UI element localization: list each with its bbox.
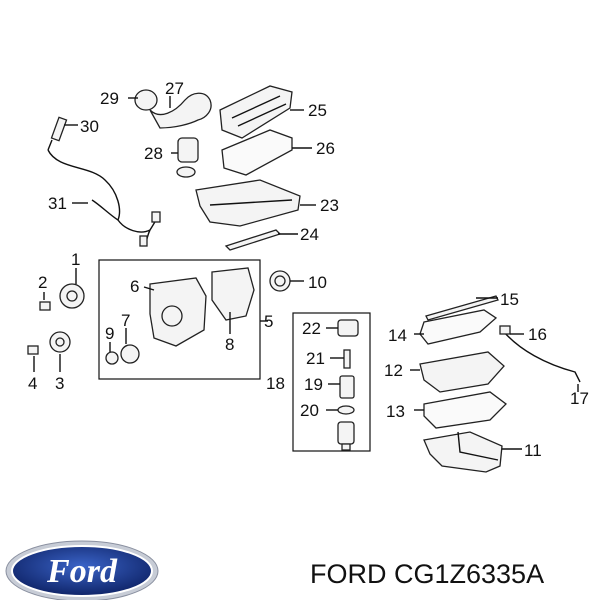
callout-21: 21 [306,349,325,368]
callout-1: 1 [71,250,80,269]
wire-harness-31 [47,149,161,247]
callout-7: 7 [121,311,130,330]
callout-24: 24 [300,225,319,244]
group-box-18 [292,312,371,452]
callout-11: 11 [524,441,542,460]
callout-16: 16 [528,325,547,344]
cover-8 [211,267,255,321]
callout-9: 9 [105,324,114,343]
callout-12: 12 [384,361,403,380]
timing-cover-6 [149,277,207,347]
plug-9 [105,351,119,365]
gasket-26 [221,129,293,176]
gasket-15 [425,295,499,321]
filter-adapter-28 [176,137,199,178]
callout-25: 25 [308,101,327,120]
sensor-30 [47,116,68,151]
valve-cover-25 [219,85,293,139]
bolt-4 [27,345,39,355]
callout-17: 17 [570,389,589,408]
callout-30: 30 [80,117,99,136]
callout-19: 19 [304,375,323,394]
intake-manifold-23 [195,179,301,227]
tube-27 [149,92,212,129]
damper-3 [49,331,71,353]
callout-10: 10 [308,273,327,292]
oil-pan-11 [423,431,503,473]
callout-3: 3 [55,374,64,393]
callout-15: 15 [500,290,519,309]
callout-23: 23 [320,196,339,215]
gasket-24 [224,229,282,251]
callout-13: 13 [386,402,405,421]
ford-logo: Ford [5,540,159,600]
callout-6: 6 [130,277,139,296]
callout-2: 2 [38,273,47,292]
callout-28: 28 [144,144,163,163]
group-box-5 [98,259,261,380]
tube-16 [499,325,581,383]
seal-10 [269,270,291,292]
housing-22 [337,319,359,337]
callout-31: 31 [48,194,67,213]
filter-19 [339,375,355,399]
callout-20: 20 [300,401,319,420]
callout-numbers: 29 27 25 30 28 26 31 23 24 1 2 6 10 15 7… [28,79,589,460]
bolt-21 [343,349,351,369]
logo-wordmark: Ford [46,553,118,590]
callout-29: 29 [100,89,119,108]
callout-14: 14 [388,326,407,345]
callout-22: 22 [302,319,321,338]
cap-assembly [337,421,355,451]
leader-lines [33,96,579,450]
callout-18: 18 [266,374,285,393]
gasket-13 [423,391,507,429]
seal-7 [120,344,140,364]
bolt-2 [39,301,51,311]
housing-29 [134,89,158,111]
pulley-1 [59,283,85,309]
callout-27: 27 [165,79,184,98]
oil-pan-12 [419,351,505,393]
part-number-text: FORD CG1Z6335A [310,559,544,589]
callout-5: 5 [264,312,273,331]
callout-4: 4 [28,374,37,393]
callout-26: 26 [316,139,335,158]
gasket-20 [337,405,355,415]
callout-8: 8 [225,335,234,354]
